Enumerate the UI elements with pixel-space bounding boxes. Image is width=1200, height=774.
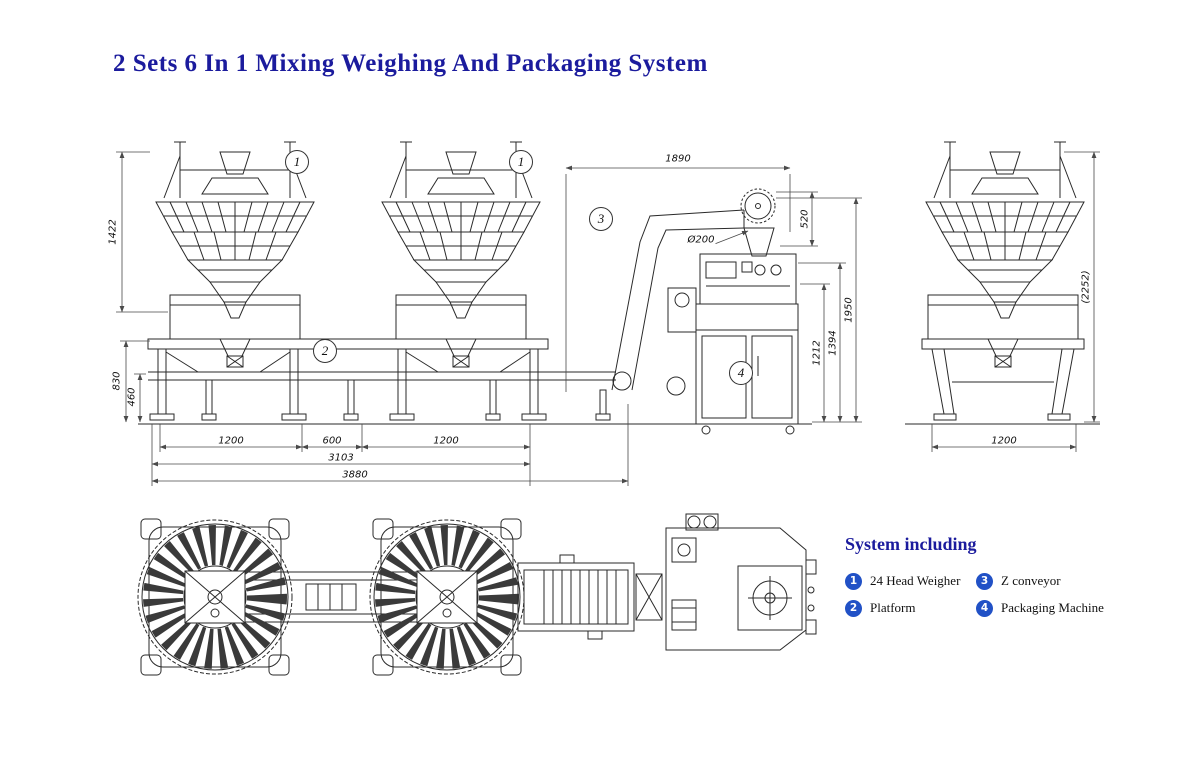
- dim-center-gap: 600: [321, 435, 343, 447]
- legend-item-weigher: 1 24 Head Weigher: [845, 571, 960, 591]
- dim-weigher2-span: 1200: [432, 435, 460, 447]
- legend-num-packaging: 4: [976, 599, 993, 617]
- legend-item-platform: 2 Platform: [845, 598, 916, 618]
- weigher-left-plan: [138, 519, 292, 675]
- legend-label-weigher: 24 Head Weigher: [870, 573, 961, 588]
- dim-pm-inlet-height: 1212: [811, 339, 823, 367]
- packaging-machine-front: [666, 253, 799, 435]
- dim-conveyor-height: 460: [126, 386, 138, 408]
- legend-title: System including: [845, 534, 977, 554]
- dim-head-pulley: 520: [799, 208, 811, 230]
- callout-weigher-left: 1: [285, 150, 309, 174]
- legend-label-z-conveyor: Z conveyor: [1001, 573, 1061, 588]
- legend-label-platform: Platform: [870, 600, 916, 615]
- dim-overall-height: (2252): [1080, 269, 1092, 305]
- dim-side-view-width: 1200: [990, 435, 1018, 447]
- weigher-right-plan: [370, 519, 524, 675]
- dim-pm-top-height: 1950: [843, 296, 855, 324]
- legend-num-platform: 2: [845, 599, 862, 617]
- conveyor-plan: [517, 554, 635, 640]
- dim-platform-length: 3103: [327, 452, 355, 464]
- dim-pm-mid-height: 1394: [827, 329, 839, 357]
- callout-platform: 2: [313, 339, 337, 363]
- callout-z-conveyor: 3: [589, 207, 613, 231]
- top-view: [138, 513, 817, 675]
- legend-label-packaging: Packaging Machine: [1001, 600, 1104, 615]
- legend-item-packaging: 4 Packaging Machine: [976, 598, 1104, 618]
- side-view: [905, 141, 1100, 425]
- callout-weigher-right: 1: [509, 150, 533, 174]
- packaging-machine-plan: [665, 513, 817, 651]
- legend-num-weigher: 1: [845, 572, 862, 590]
- dim-platform-height: 830: [111, 370, 123, 392]
- dim-weigher-height: 1422: [107, 218, 119, 246]
- dim-total-length: 3880: [341, 469, 369, 481]
- legend-item-z-conveyor: 3 Z conveyor: [976, 571, 1061, 591]
- callout-packaging: 4: [729, 361, 753, 385]
- dim-weigher1-span: 1200: [217, 435, 245, 447]
- dimension-lines: [116, 151, 1100, 486]
- legend-num-z-conveyor: 3: [976, 572, 993, 590]
- page-title: 2 Sets 6 In 1 Mixing Weighing And Packag…: [113, 50, 708, 77]
- weigher-side: [925, 141, 1085, 319]
- dim-outlet-diameter: Ø200: [686, 234, 716, 246]
- front-view: [138, 141, 812, 435]
- z-conveyor-plan: [635, 573, 663, 621]
- belt-conveyor-front: [148, 371, 632, 421]
- dim-z-conveyor-reach: 1890: [664, 153, 692, 165]
- z-conveyor-front: [611, 188, 776, 391]
- platform-front: [147, 294, 549, 421]
